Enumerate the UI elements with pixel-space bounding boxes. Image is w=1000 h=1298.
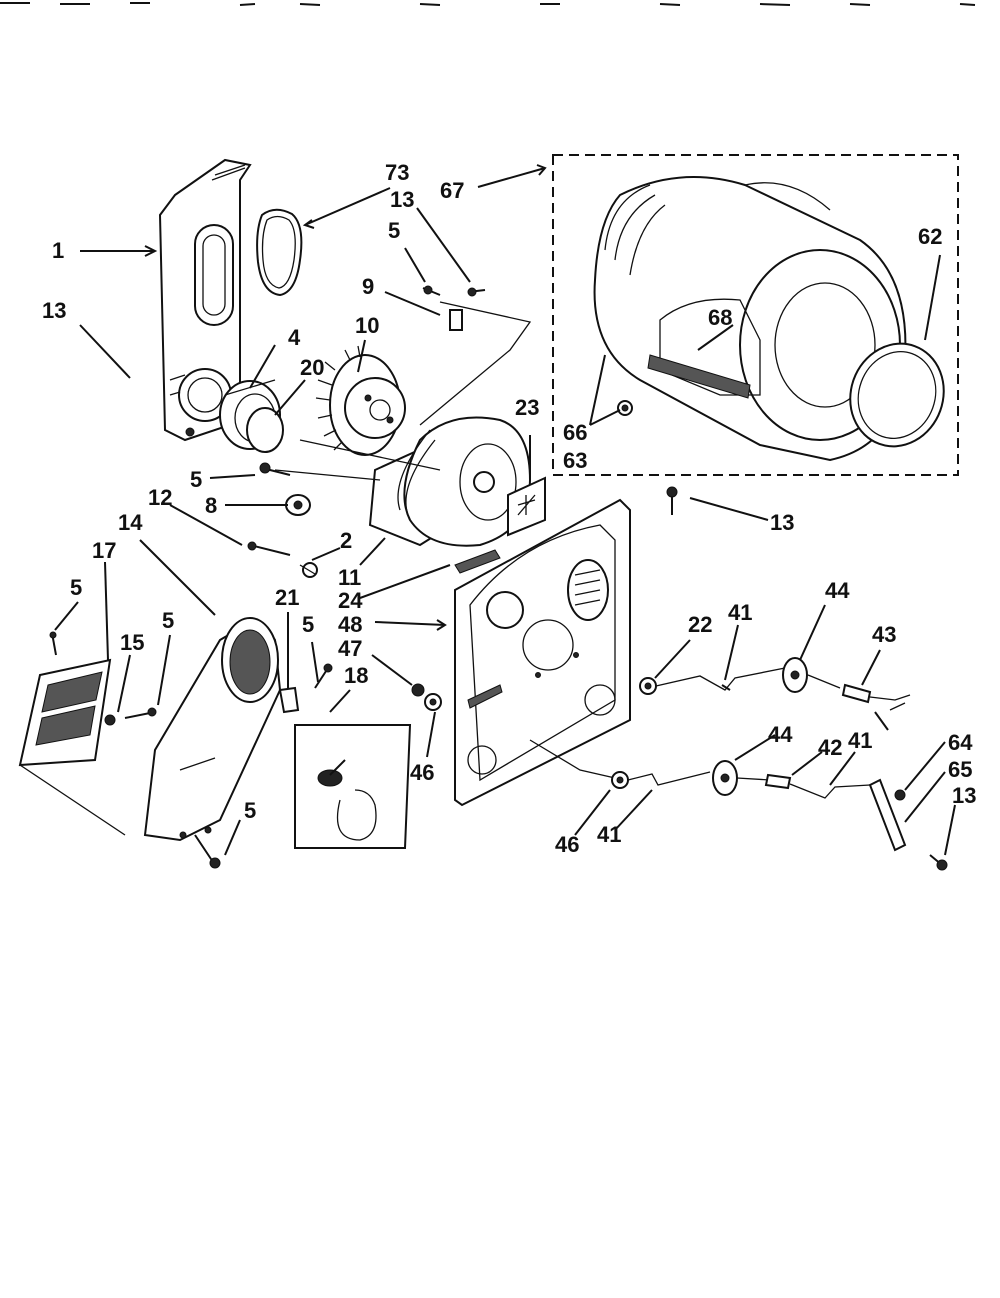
callout-24: 24	[338, 588, 363, 613]
part-73-gasket	[256, 208, 303, 297]
callout-67: 67	[440, 178, 464, 203]
part-10-blower-wheel	[315, 345, 406, 456]
callout-18: 18	[344, 663, 368, 688]
part-4-20-bearing	[219, 379, 284, 453]
callout-4: 4	[288, 325, 301, 350]
callout-46: 46	[410, 760, 434, 785]
callout-43: 43	[872, 622, 896, 647]
callout-73: 73	[385, 160, 409, 185]
callout-11: 11	[338, 565, 361, 590]
callout-13: 13	[390, 187, 414, 212]
callout-42: 42	[818, 735, 842, 760]
callout-47: 47	[338, 636, 362, 661]
callout-41: 41	[597, 822, 621, 847]
parts-5-8-mid-left	[259, 462, 381, 516]
parts-21-5-clip	[278, 663, 333, 714]
motor-blower-housing	[299, 416, 532, 547]
callout-14: 14	[118, 510, 143, 535]
callout-5: 5	[190, 467, 202, 492]
callout-66: 66	[563, 420, 587, 445]
callout-22: 22	[688, 612, 712, 637]
callout-13: 13	[42, 298, 66, 323]
screws-top-center	[419, 285, 532, 426]
callout-20: 20	[300, 355, 324, 380]
callout-21: 21	[275, 585, 299, 610]
part-62-seal-ring	[849, 342, 945, 448]
part-24-foam-strip	[454, 549, 501, 574]
callout-41: 41	[848, 728, 872, 753]
callout-13: 13	[770, 510, 794, 535]
parts-47-46-fasteners	[411, 683, 442, 711]
callout-23: 23	[515, 395, 539, 420]
callout-15: 15	[120, 630, 144, 655]
callout-12: 12	[148, 485, 172, 510]
callout-46: 46	[555, 832, 579, 857]
callout-64: 64	[948, 730, 973, 755]
callout-48: 48	[338, 612, 362, 637]
callout-10: 10	[355, 313, 379, 338]
parts-12-2-screws	[247, 541, 318, 578]
callout-5: 5	[70, 575, 82, 600]
part-14-duct	[143, 617, 282, 869]
part-66-63-fastener	[617, 400, 633, 416]
callout-65: 65	[948, 757, 972, 782]
callout-17: 17	[92, 538, 116, 563]
callout-62: 62	[918, 224, 942, 249]
callout-2: 2	[340, 528, 352, 553]
callout-9: 9	[362, 274, 374, 299]
callout-68: 68	[708, 305, 732, 330]
part-18-kit-box	[294, 724, 412, 849]
callout-44: 44	[768, 722, 793, 747]
callout-8: 8	[205, 493, 217, 518]
callout-5: 5	[244, 798, 256, 823]
callout-5: 5	[162, 608, 174, 633]
lower-roller-assembly	[529, 739, 948, 871]
upper-roller-assembly	[639, 657, 911, 711]
callout-5: 5	[302, 612, 314, 637]
callout-labels: 1 13 73 13 5 9 10 4 20 67 62 68 66 63 23…	[42, 160, 976, 857]
top-edge-fragments	[0, 2, 976, 6]
callout-5: 5	[388, 218, 400, 243]
callout-63: 63	[563, 448, 587, 473]
part-48-rear-panel	[454, 498, 631, 807]
callout-1: 1	[52, 238, 64, 263]
callout-44: 44	[825, 578, 850, 603]
callout-41: 41	[728, 600, 752, 625]
part-13-screw-right	[666, 486, 678, 515]
parts-15-5-screws	[104, 707, 157, 726]
leader-lines	[54, 164, 956, 856]
callout-13: 13	[952, 783, 976, 808]
part-17-grille	[18, 631, 126, 836]
part-23-switch	[507, 476, 546, 537]
